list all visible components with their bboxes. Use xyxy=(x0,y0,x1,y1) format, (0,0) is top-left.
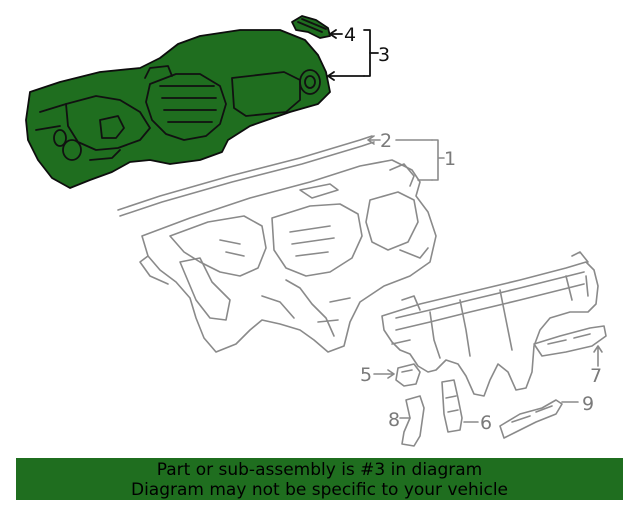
callout-6: 6 xyxy=(480,412,492,434)
callout-9: 9 xyxy=(582,393,594,415)
part-4-defrost-vent xyxy=(291,15,331,39)
part-9-bracket xyxy=(499,399,563,439)
part-6-bracket xyxy=(441,379,463,433)
part-8-bracket xyxy=(401,395,425,447)
callout-5: 5 xyxy=(360,364,372,386)
part-2-trim-strip xyxy=(117,135,375,217)
leader-lines xyxy=(327,29,603,423)
part-3-upper-trim-panel xyxy=(25,29,331,189)
part-1-instrument-panel-carrier xyxy=(139,159,437,353)
callout-4: 4 xyxy=(344,24,356,46)
callout-8: 8 xyxy=(388,409,400,431)
callout-labels: 4 3 2 1 5 7 8 6 9 xyxy=(344,24,602,434)
banner-line-part-number: Part or sub-assembly is #3 in diagram xyxy=(156,460,483,480)
callout-2: 2 xyxy=(380,130,392,152)
callout-1: 1 xyxy=(444,148,456,170)
part-5-bracket xyxy=(395,363,421,387)
parts-diagram: 4 3 2 1 5 7 8 6 9 xyxy=(25,15,607,447)
callout-7: 7 xyxy=(590,365,602,387)
callout-3: 3 xyxy=(378,44,390,66)
banner-line-disclaimer: Diagram may not be specific to your vehi… xyxy=(130,480,508,500)
info-banner: Part or sub-assembly is #3 in diagram Di… xyxy=(16,458,623,500)
part-7-cross-car-beam xyxy=(381,251,607,397)
